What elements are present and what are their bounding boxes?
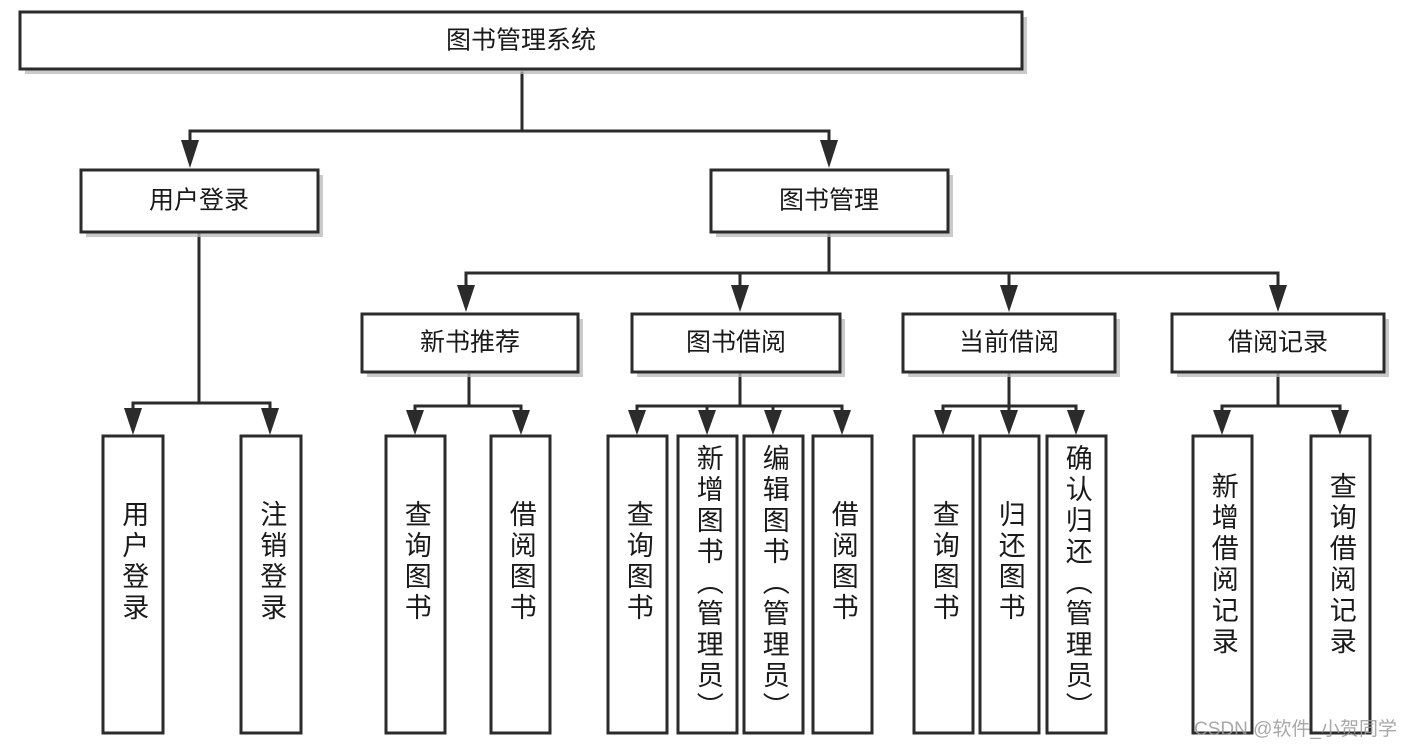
new-book-recommend-box[interactable]: [360, 312, 580, 374]
user-login-box[interactable]: [79, 168, 320, 234]
arrowhead-book-borrow: [731, 285, 749, 312]
leaf-borrow-book-1-box[interactable]: [489, 434, 552, 735]
node-borrow-record[interactable]: 借阅记录: [1170, 312, 1389, 377]
leaf-query-book-2-box[interactable]: [606, 434, 669, 735]
borrow-record-label: 借阅记录: [1228, 329, 1328, 357]
arrowhead-leaf-borrow-book-1: [512, 410, 530, 435]
edge-to-leaf-add-record: [1220, 373, 1280, 414]
arrowhead-current-borrow: [1000, 285, 1018, 312]
current-borrow-label: 当前借阅: [959, 329, 1059, 357]
leaf-query-book-3-box[interactable]: [912, 434, 975, 735]
arrowhead-leaf-confirm-return: [1067, 410, 1085, 435]
node-book-manage[interactable]: 图书管理: [709, 168, 953, 237]
arrowhead-leaf-add-book: [698, 410, 716, 435]
edge-to-leaf-query-book-2: [635, 373, 742, 414]
edge-group-borrow-record: [1213, 373, 1349, 435]
arrowhead-user-login: [181, 140, 199, 168]
edge-root-to-user-login: [188, 71, 524, 144]
leaf-query-book-1-box[interactable]: [384, 434, 447, 735]
book-borrow-label: 图书借阅: [686, 329, 786, 357]
leaf-add-record-box[interactable]: [1191, 434, 1254, 735]
book-manage-label: 图书管理: [779, 187, 879, 215]
arrowhead-leaf-query-book-2: [628, 410, 646, 435]
edge-to-current-borrow: [827, 271, 1011, 289]
arrowhead-leaf-add-record: [1213, 410, 1231, 435]
node-user-login[interactable]: 用户登录: [79, 168, 323, 237]
edge-to-leaf-query-record: [1276, 404, 1342, 414]
edge-to-new-book-recommend: [464, 231, 831, 289]
node-new-book-recommend[interactable]: 新书推荐: [360, 312, 583, 377]
edge-group-new-book-recommend: [406, 373, 530, 435]
root-box[interactable]: [18, 10, 1024, 71]
arrowhead-leaf-user-login: [124, 408, 142, 435]
leaf-edit-book-box[interactable]: [742, 434, 805, 735]
edge-group-root: [181, 71, 838, 168]
node-book-borrow[interactable]: 图书借阅: [630, 312, 845, 377]
user-login-label: 用户登录: [149, 187, 249, 215]
edge-to-leaf-confirm-return: [1007, 404, 1078, 414]
arrowhead-leaf-query-book-3: [934, 410, 952, 435]
arrowhead-leaf-query-record: [1331, 410, 1349, 435]
current-borrow-box[interactable]: [901, 312, 1117, 374]
book-manage-box[interactable]: [709, 168, 950, 234]
leaf-boxes: [101, 434, 1372, 735]
leaf-confirm-return-box[interactable]: [1045, 434, 1108, 735]
node-current-borrow[interactable]: 当前借阅: [901, 312, 1120, 377]
arrowhead-new-book-recommend: [457, 285, 475, 312]
leaf-user-login-box[interactable]: [101, 434, 165, 735]
arrowhead-leaf-query-book-1: [406, 410, 424, 435]
edge-to-leaf-logout-login: [197, 401, 272, 412]
arrowhead-book-manage: [820, 140, 838, 168]
edge-group-current-borrow: [934, 373, 1085, 435]
leaf-return-book-box[interactable]: [978, 434, 1041, 735]
arrowhead-borrow-record: [1269, 285, 1287, 312]
root-label: 图书管理系统: [446, 27, 596, 55]
arrowhead-leaf-borrow-book-2: [833, 410, 851, 435]
edge-root-to-book-manage: [520, 129, 831, 144]
new-book-recommend-label: 新书推荐: [420, 329, 520, 357]
edge-to-leaf-query-book-3: [941, 373, 1011, 414]
book-borrow-box[interactable]: [630, 312, 842, 374]
leaf-borrow-book-2-box[interactable]: [811, 434, 874, 735]
edge-to-leaf-borrow-book-2: [738, 404, 844, 414]
borrow-record-box[interactable]: [1170, 312, 1386, 374]
edge-to-borrow-record: [827, 271, 1280, 289]
edge-group-book-borrow: [628, 373, 851, 435]
edge-to-leaf-query-book-1: [413, 373, 471, 414]
edge-to-leaf-user-login: [131, 231, 201, 412]
edge-group-book-manage: [457, 231, 1287, 312]
arrowhead-leaf-logout-login: [261, 408, 279, 435]
edge-to-book-borrow: [738, 271, 831, 289]
leaf-add-book-box[interactable]: [676, 434, 739, 735]
node-root[interactable]: 图书管理系统: [18, 10, 1027, 74]
csdn-watermark: CSDN @软件_小贺同学: [1194, 719, 1397, 740]
leaf-logout-login-box[interactable]: [239, 434, 303, 735]
edge-group-user-login: [124, 231, 279, 435]
leaf-query-record-box[interactable]: [1309, 434, 1372, 735]
arrowhead-leaf-return-book: [1000, 410, 1018, 435]
arrowhead-leaf-edit-book: [764, 410, 782, 435]
